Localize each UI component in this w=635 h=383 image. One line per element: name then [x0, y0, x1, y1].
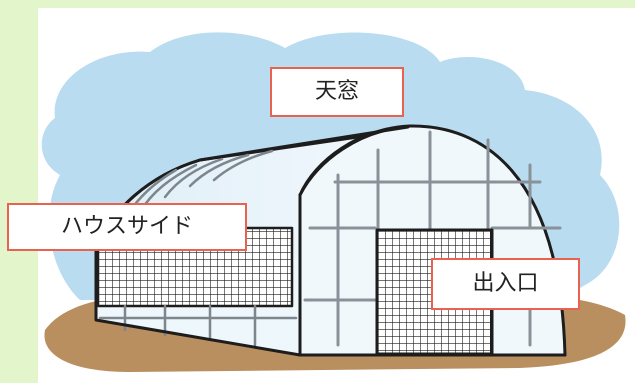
entrance-label: 出入口 [431, 258, 580, 310]
roof-vent-label: 天窓 [270, 67, 404, 117]
house-side-label: ハウスサイド [7, 203, 247, 251]
